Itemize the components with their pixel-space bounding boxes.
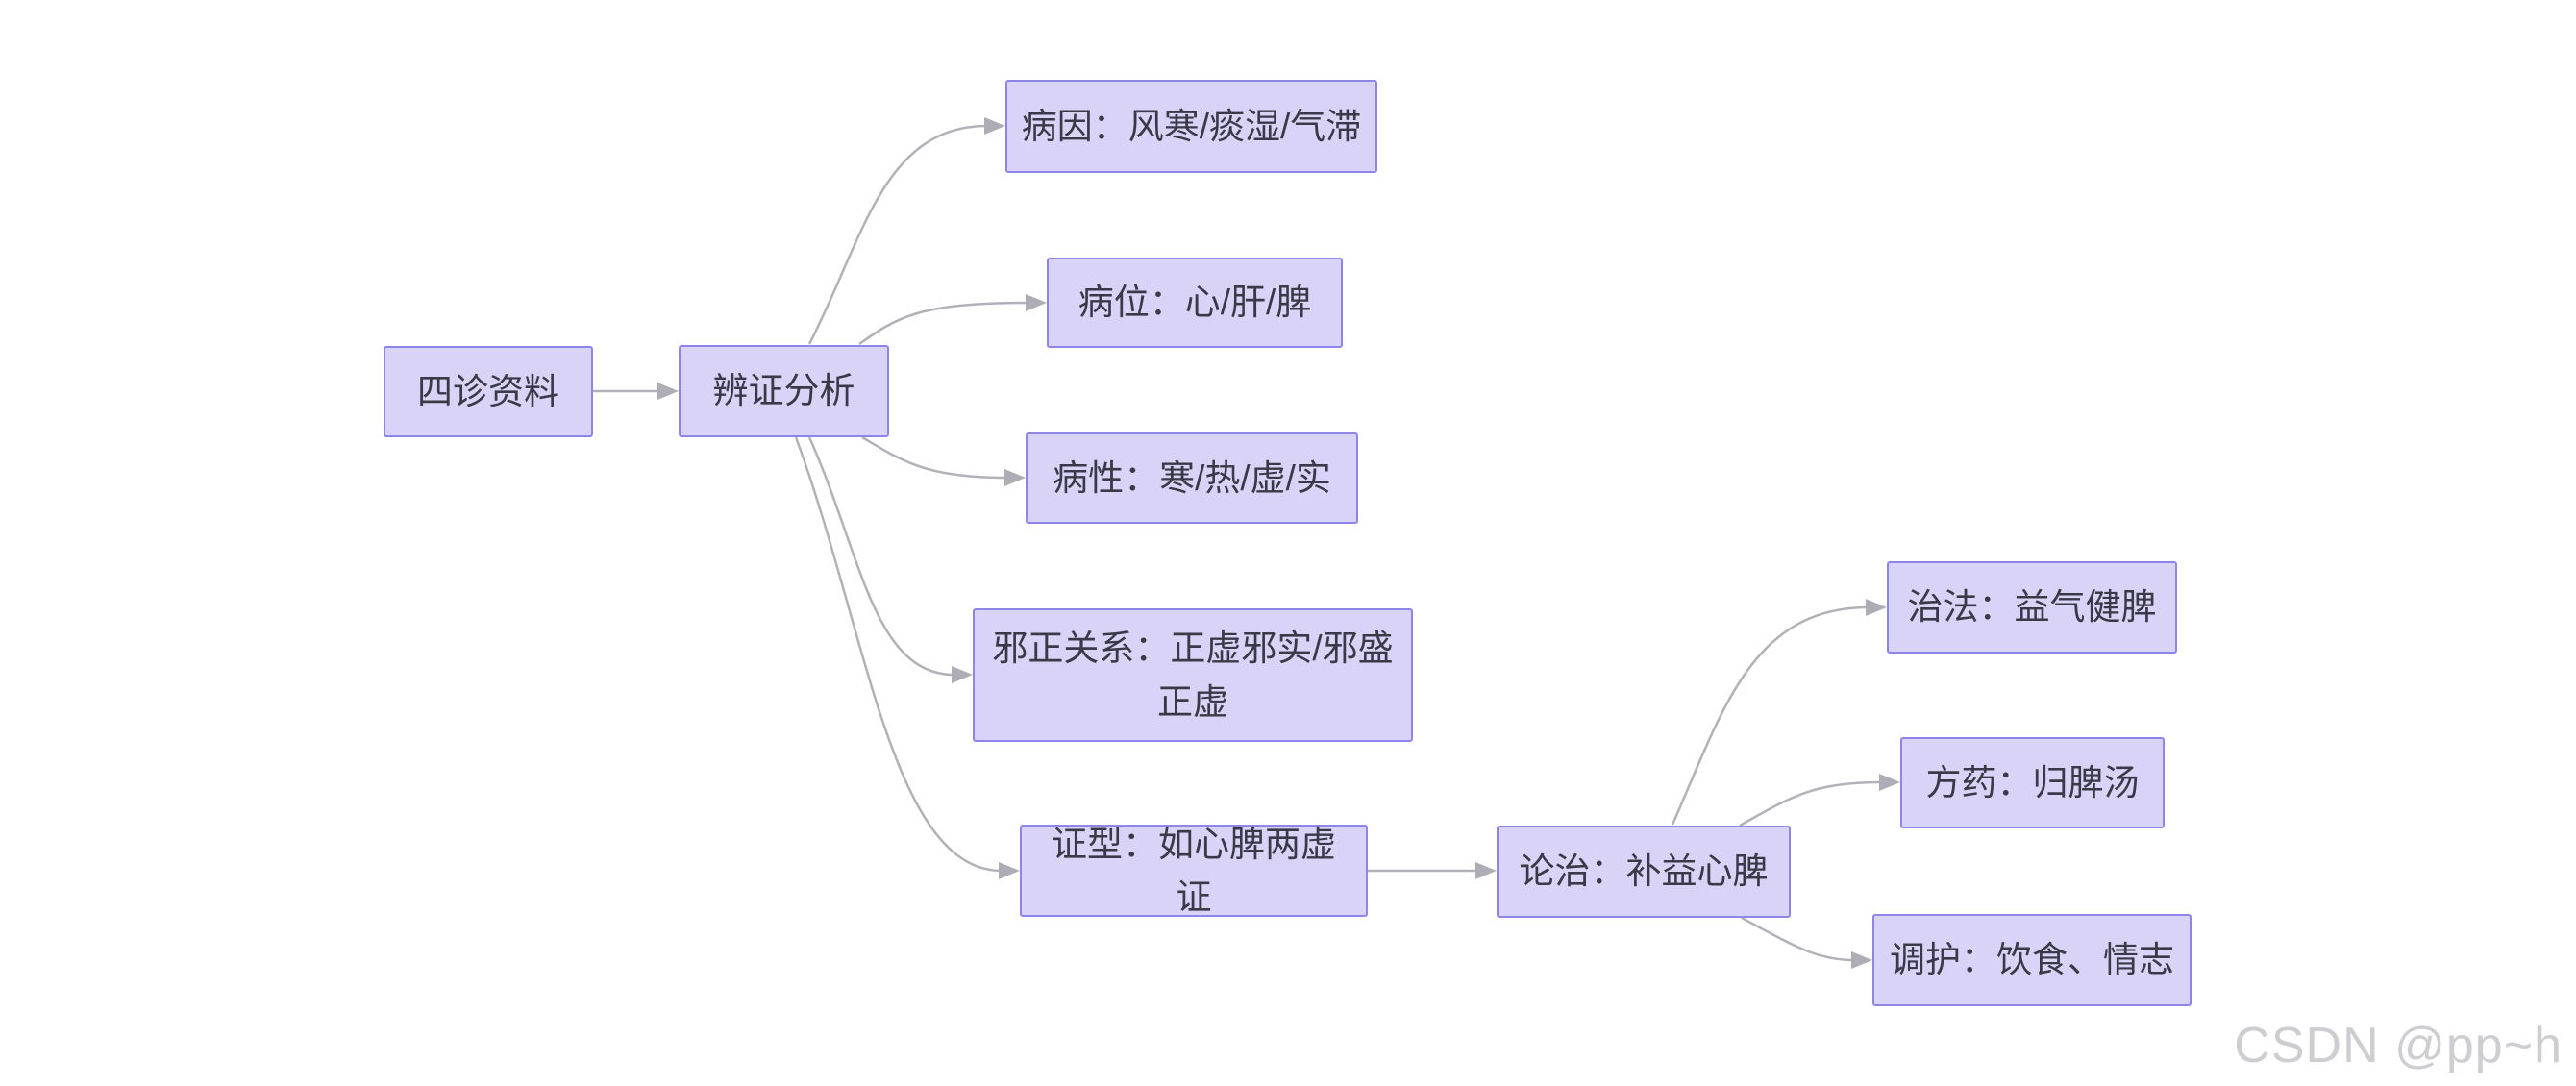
node-care[interactable]: 调护：饮食、情志: [1872, 914, 2192, 1006]
edge-syndrome-analysis-nature: [861, 435, 1008, 480]
watermark: CSDN @pp~h: [2234, 1018, 2563, 1074]
edge-treatment-formula: [1739, 780, 1883, 827]
node-treatment[interactable]: 论治：补益心脾: [1497, 826, 1791, 918]
edge-syndrome-analysis-cause: [807, 124, 988, 345]
arrowhead-icon: [1475, 862, 1497, 879]
node-syndrome-analysis[interactable]: 辨证分析: [679, 345, 889, 437]
node-method[interactable]: 治法：益气健脾: [1887, 561, 2177, 654]
node-pattern[interactable]: 证型：如心脾两虚证: [1020, 825, 1368, 917]
edge-syndrome-analysis-pathogen-relation: [807, 436, 955, 677]
edge-treatment-care: [1741, 916, 1855, 962]
edge-syndrome-analysis-location: [858, 301, 1029, 346]
node-formula[interactable]: 方药：归脾汤: [1900, 737, 2165, 828]
arrowhead-icon: [657, 383, 679, 400]
arrowhead-icon: [1866, 599, 1887, 616]
node-four-exams[interactable]: 四诊资料: [384, 346, 593, 437]
arrowhead-icon: [999, 862, 1020, 879]
arrowhead-icon: [952, 666, 973, 683]
edge-syndrome-analysis-pattern: [794, 436, 1003, 873]
node-location[interactable]: 病位：心/肝/脾: [1047, 258, 1343, 348]
node-nature[interactable]: 病性：寒/热/虚/实: [1026, 432, 1358, 524]
node-pathogen-relation[interactable]: 邪正关系：正虚邪实/邪盛正虚: [973, 608, 1413, 742]
arrowhead-icon: [1004, 469, 1026, 486]
arrowhead-icon: [1879, 774, 1900, 791]
arrowhead-icon: [1851, 951, 1872, 969]
arrowhead-icon: [984, 117, 1005, 135]
arrowhead-icon: [1026, 294, 1047, 311]
edge-treatment-method: [1671, 605, 1870, 826]
node-cause[interactable]: 病因：风寒/痰湿/气滞: [1005, 80, 1377, 173]
